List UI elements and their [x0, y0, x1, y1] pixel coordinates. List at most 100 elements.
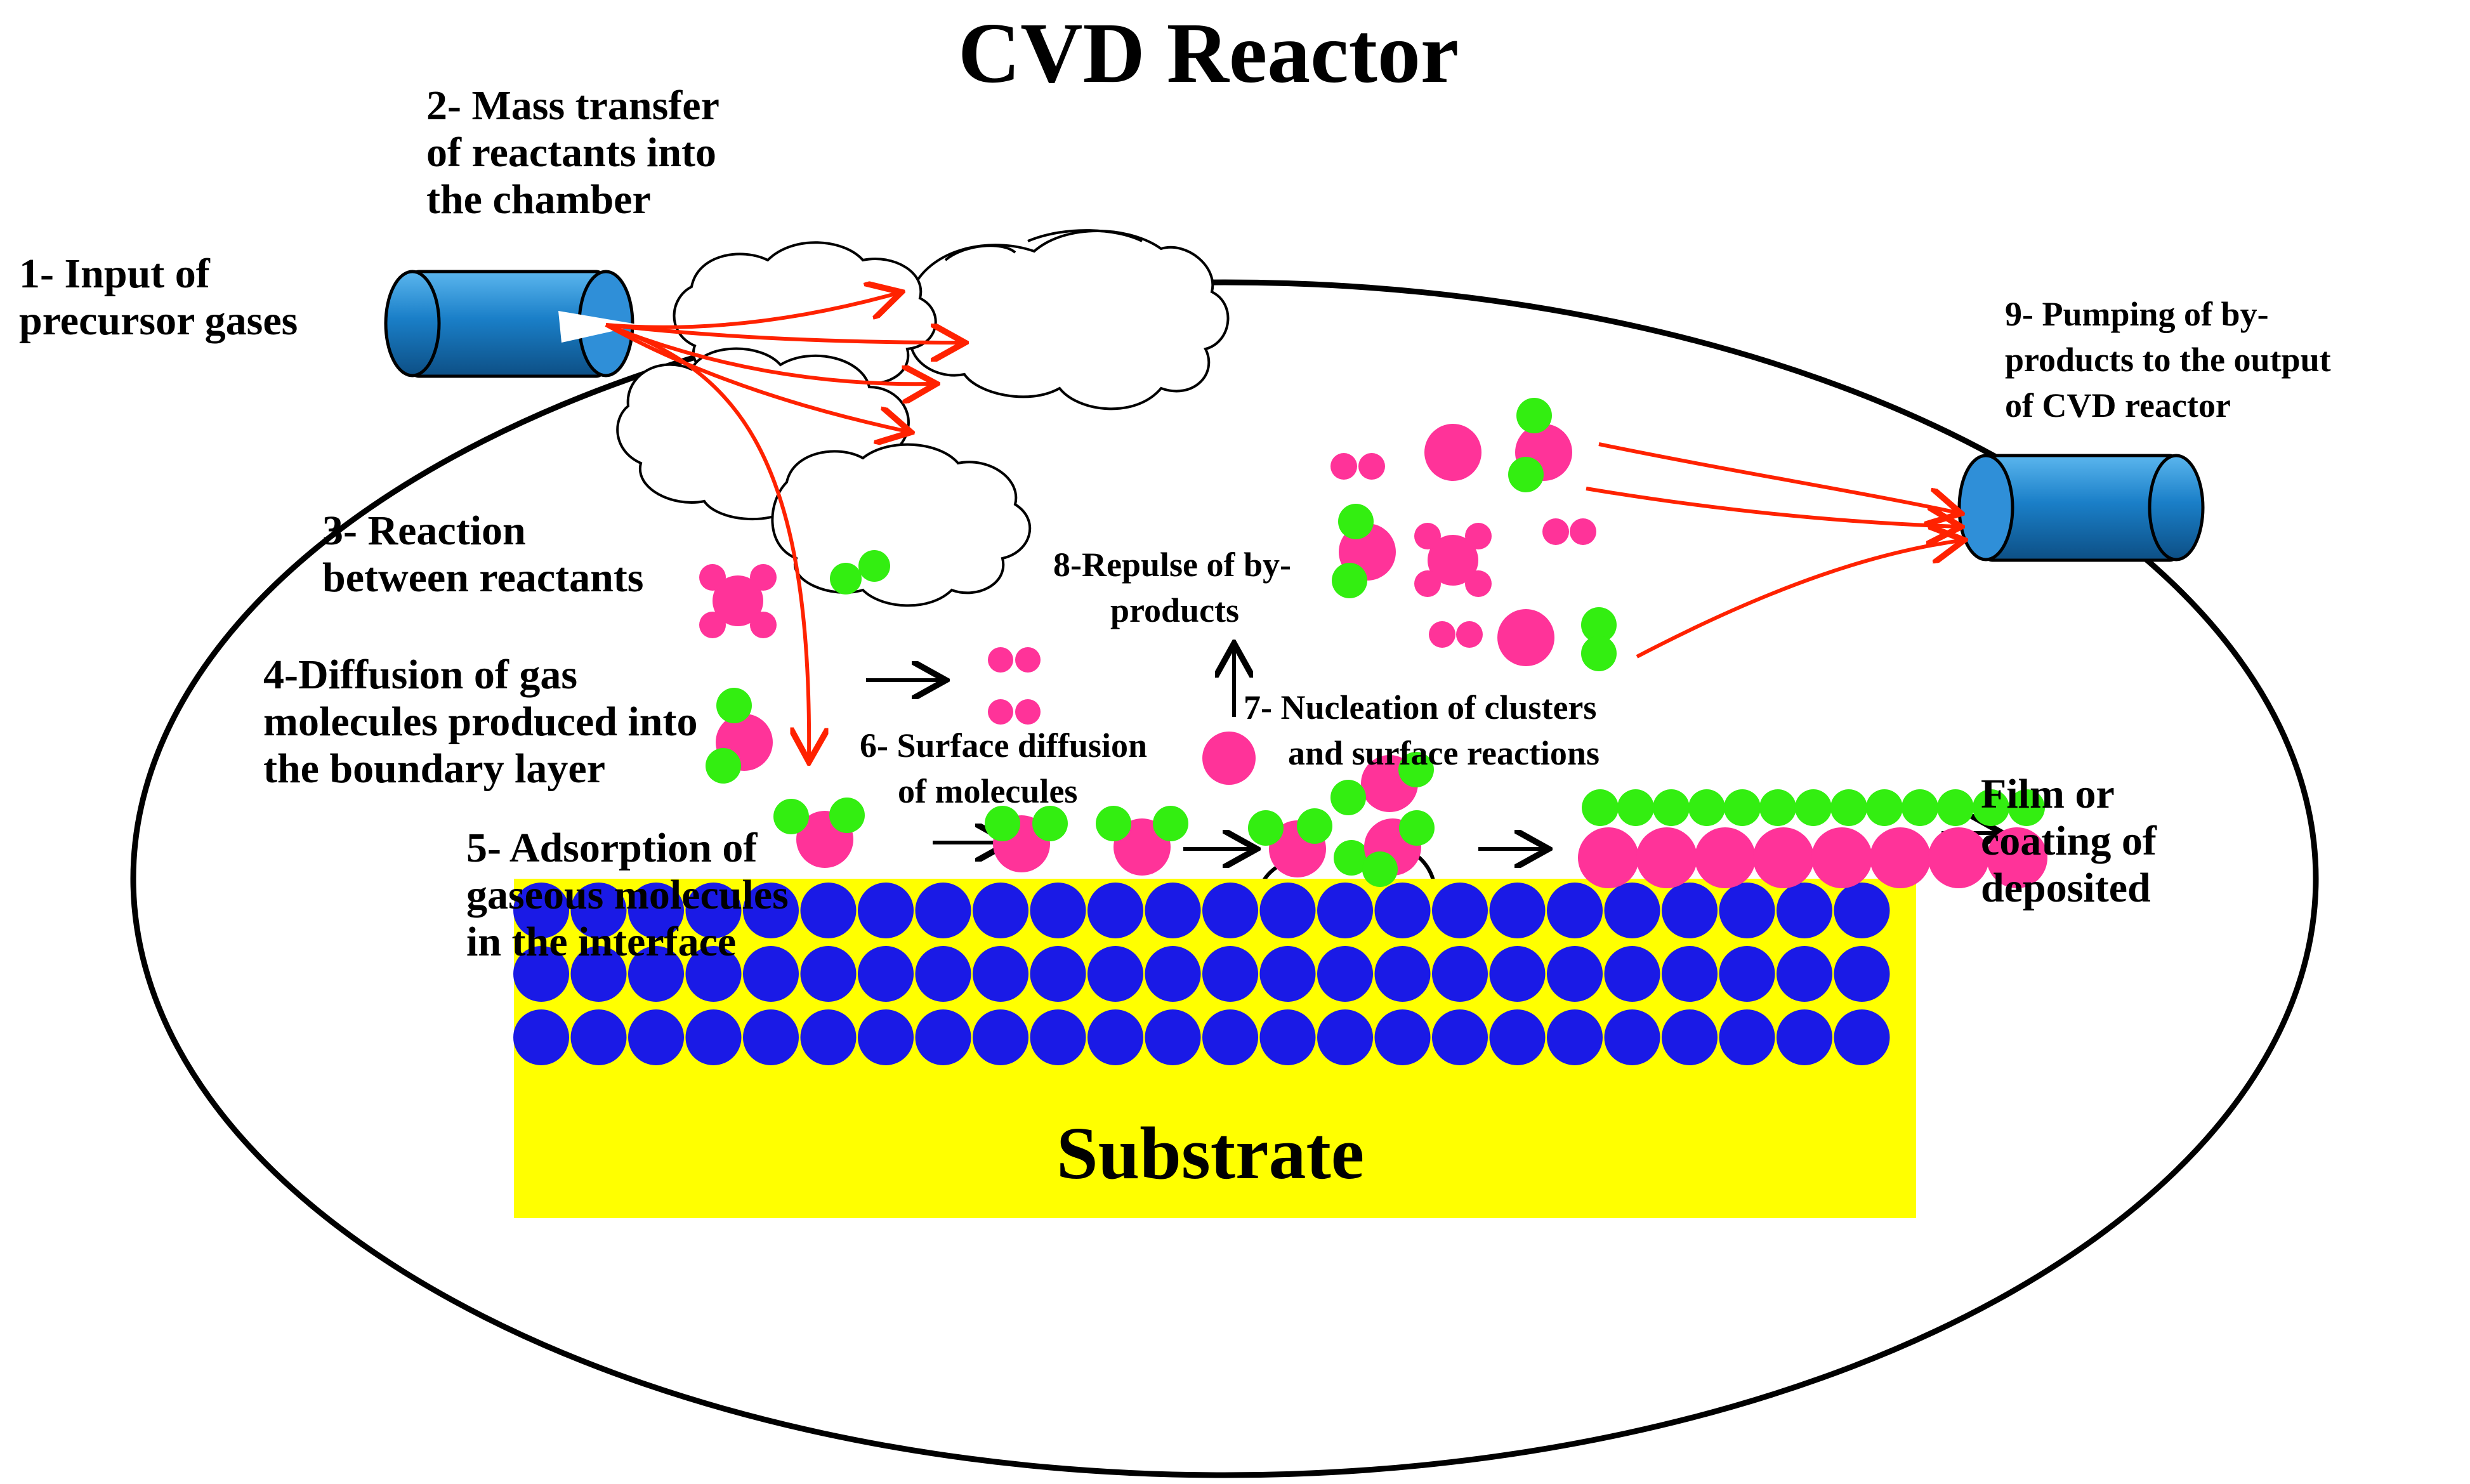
substrate-atom	[685, 1009, 742, 1065]
film-line2: coating of	[1981, 817, 2157, 864]
reaction-cluster	[699, 564, 777, 638]
step4-line3: the boundary layer	[263, 745, 606, 792]
step2-label: 2- Mass transfer of reactants into the c…	[426, 82, 719, 223]
step5-line1: 5- Adsorption of	[466, 825, 758, 871]
substrate-atom	[1547, 946, 1603, 1002]
substrate-atom	[1374, 1009, 1431, 1065]
film-atom-green	[1902, 789, 1938, 826]
output-tube	[1957, 454, 2205, 562]
step8-label: 8-Repulse of by- products	[1053, 542, 1291, 634]
film-atom-green	[1724, 789, 1761, 826]
substrate-atom	[628, 1009, 684, 1065]
substrate-atom	[800, 946, 857, 1002]
step7-line1: 7- Nucleation of clusters	[1244, 688, 1597, 726]
substrate-atom	[1087, 946, 1143, 1002]
step4-line2: molecules produced into	[263, 698, 698, 745]
surface-molecules	[773, 752, 1435, 887]
substrate-atom	[1777, 946, 1832, 1002]
substrate-atom	[513, 1009, 569, 1065]
film-atom-green	[1759, 789, 1796, 826]
substrate-atom	[1317, 1009, 1373, 1065]
film-atom-green	[1795, 789, 1832, 826]
step3-line1: 3- Reaction	[322, 508, 526, 554]
step9-line2: products to the output	[2005, 340, 2331, 379]
substrate-atom	[1087, 883, 1143, 938]
substrate-atom	[858, 1009, 914, 1065]
film-atom-pink	[1870, 827, 1931, 888]
film-atom-pink	[1987, 827, 2047, 888]
substrate-atom	[1662, 946, 1718, 1002]
substrate-atom	[800, 883, 857, 938]
step2-line3: the chamber	[426, 176, 651, 223]
step7-label: 7- Nucleation of clusters and surface re…	[1244, 685, 1600, 777]
substrate-atom	[858, 883, 914, 938]
substrate-atom	[513, 883, 569, 938]
substrate-atom	[1777, 1009, 1832, 1065]
deposited-film	[1578, 789, 2047, 888]
substrate-atom	[1604, 883, 1660, 938]
substrate-atom	[628, 883, 684, 938]
substrate-atom	[1489, 946, 1546, 1002]
substrate-atom	[858, 946, 914, 1002]
substrate-atom	[1202, 883, 1258, 938]
substrate-atom	[1489, 883, 1546, 938]
film-atom-green	[1973, 789, 2009, 826]
substrate-atom	[743, 1009, 799, 1065]
substrate-atom	[1202, 946, 1258, 1002]
substrate-atom	[1834, 1009, 1890, 1065]
film-line3: deposited	[1981, 864, 2151, 911]
step9-line1: 9- Pumping of by-	[2005, 295, 2269, 333]
substrate-atom	[570, 946, 627, 1002]
substrate-atom	[1259, 1009, 1316, 1065]
substrate-atom	[1202, 1009, 1258, 1065]
substrate-atom	[1547, 883, 1603, 938]
substrate-atom	[1719, 883, 1775, 938]
step5-line3: in the interface	[466, 918, 737, 965]
film-atom-pink	[1811, 827, 1872, 888]
substrate-atom	[1145, 1009, 1201, 1065]
step5-line2: gaseous molecules	[466, 871, 789, 918]
film-atom-pink	[1636, 827, 1697, 888]
substrate-atom	[1547, 1009, 1603, 1065]
substrate-atom	[1317, 883, 1373, 938]
substrate-atom	[685, 883, 742, 938]
substrate-atom	[1432, 946, 1488, 1002]
substrate-atom	[513, 946, 569, 1002]
substrate-atom	[1259, 883, 1316, 938]
substrate-atom	[1145, 946, 1201, 1002]
substrate-atom	[1087, 1009, 1143, 1065]
substrate-atom	[1145, 883, 1201, 938]
film-label: Film or coating of deposited	[1981, 771, 2157, 912]
step6-line1: 6- Surface diffusion	[860, 726, 1148, 765]
byproduct-cluster	[1414, 523, 1492, 597]
substrate-atom	[1030, 1009, 1086, 1065]
step6-line2: of molecules	[898, 772, 1078, 810]
film-atom-pink	[1695, 827, 1756, 888]
substrate-atom	[1030, 946, 1086, 1002]
substrate-atom	[1259, 946, 1316, 1002]
substrate-atom	[1604, 946, 1660, 1002]
diagram-title: CVD Reactor	[958, 6, 1459, 101]
film-atom-pink	[1753, 827, 1814, 888]
substrate-atom	[1317, 946, 1373, 1002]
step9-label: 9- Pumping of by- products to the output…	[2005, 292, 2331, 428]
substrate-atom	[1662, 883, 1718, 938]
film-atom-green	[1830, 789, 1867, 826]
film-atom-green	[1937, 789, 1974, 826]
substrate-atom	[915, 883, 971, 938]
substrate-atom	[1834, 946, 1890, 1002]
film-atom-green	[1688, 789, 1725, 826]
substrate-atom	[628, 946, 684, 1002]
film-atom-pink	[1928, 827, 1989, 888]
step5-label: 5- Adsorption of gaseous molecules in th…	[466, 825, 789, 966]
step8-line1: 8-Repulse of by-	[1053, 546, 1291, 584]
substrate-atom	[743, 883, 799, 938]
film-atom-green	[1653, 789, 1690, 826]
substrate-atom	[1374, 946, 1431, 1002]
step2-line2: of reactants into	[426, 129, 717, 176]
substrate-atom	[1030, 883, 1086, 938]
step1-line1: 1- Input of	[19, 251, 210, 297]
gas-molecules	[699, 398, 1617, 785]
input-tube	[384, 270, 641, 378]
